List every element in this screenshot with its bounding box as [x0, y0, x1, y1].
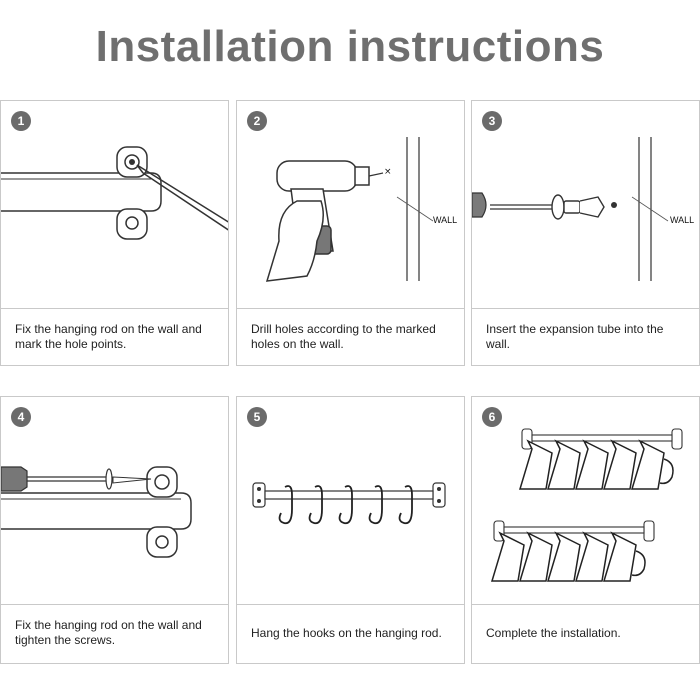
step-caption: Drill holes according to the marked hole…: [251, 322, 436, 351]
step-caption: Fix the hanging rod on the wall and mark…: [15, 322, 202, 351]
step-number-badge: 5: [247, 407, 267, 427]
wall-label: WALL: [670, 215, 695, 225]
step-caption: Insert the expansion tube into the wall.: [486, 322, 664, 351]
step-number-badge: 6: [482, 407, 502, 427]
page-title: Installation instructions: [95, 22, 605, 71]
step-illustration-5: 5: [237, 397, 464, 605]
step-panel-1: 1 Fix the hanging rod on the wall and ma…: [0, 100, 229, 366]
step-panel-2: × 2 WALL Drill holes according to the ma…: [236, 100, 465, 366]
step-number-badge: 4: [11, 407, 31, 427]
cup-icon: [518, 439, 674, 490]
cup-icon: [490, 531, 646, 582]
step-illustration-2: × 2 WALL: [237, 101, 464, 309]
step-caption: Fix the hanging rod on the wall and tigh…: [15, 618, 202, 647]
drill-illustration: ×: [265, 137, 434, 282]
hammer-icon: [472, 192, 552, 218]
s-hook-icon: [278, 485, 413, 525]
drill-icon: [265, 160, 384, 282]
step-illustration-1: 1: [1, 101, 228, 309]
anchor-icon: [551, 194, 617, 220]
step-number-badge: 1: [11, 111, 31, 131]
pencil-icon: [136, 164, 228, 231]
svg-text:×: ×: [384, 167, 392, 177]
hooks-illustration: [252, 482, 446, 525]
step-illustration-6: 6: [472, 397, 699, 605]
step-panel-4: 4 Fix the hanging rod on the wall and ti…: [0, 396, 229, 664]
screwdriver-icon: [1, 466, 152, 492]
step-illustration-3: 3 WALL: [472, 101, 699, 309]
step-illustration-4: 4: [1, 397, 228, 605]
rod-marking-illustration: [1, 146, 228, 240]
step-panel-3: 3 WALL Insert the expansion tube into th…: [471, 100, 700, 366]
step-panel-6: 6 Complete the installation.: [471, 396, 700, 664]
step-number-badge: 2: [247, 111, 267, 131]
step-caption: Complete the installation.: [486, 625, 621, 640]
wall-label: WALL: [433, 215, 458, 225]
completed-installation-illustration: [490, 428, 683, 582]
expansion-tube-illustration: [472, 137, 669, 281]
screw-tightening-illustration: [1, 466, 192, 558]
step-number-badge: 3: [482, 111, 502, 131]
step-panel-5: 5 Hang the hooks on the hanging rod.: [236, 396, 465, 664]
step-caption: Hang the hooks on the hanging rod.: [251, 625, 442, 640]
